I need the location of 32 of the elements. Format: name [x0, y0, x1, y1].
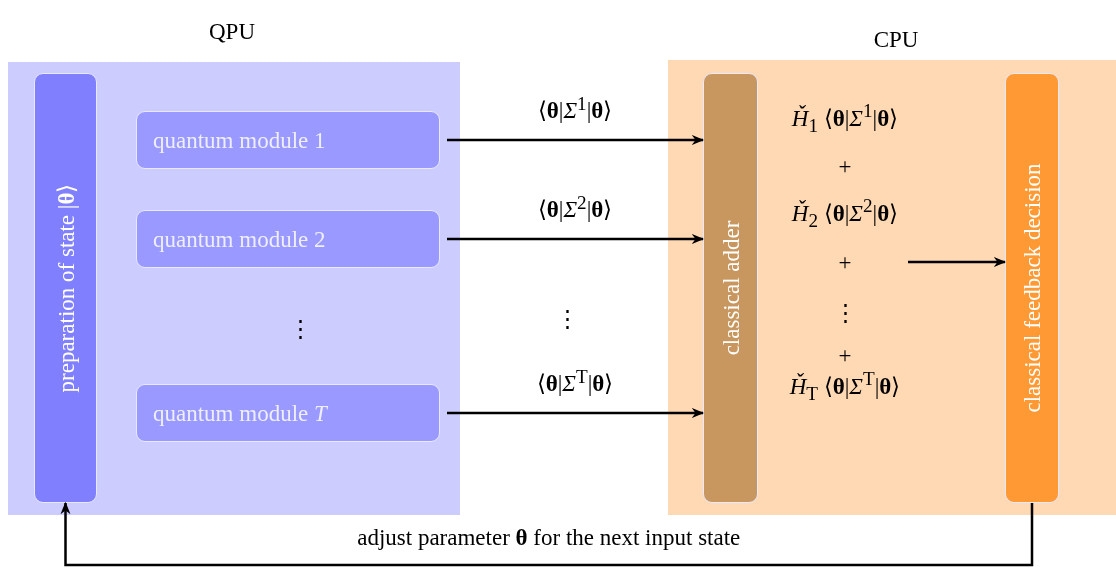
node-label: quantum module T — [153, 401, 327, 425]
sum-term: Ȟ$_{T}$ ⟨θ|Σ$^{T}$|θ⟩ — [789, 369, 901, 403]
edge-label: adjust parameter θ for the next input state — [357, 525, 741, 549]
node-label: preparation of state |θ⟩ — [54, 183, 77, 393]
plus-sign: + — [838, 154, 852, 178]
vertical-ellipsis: ⋮ — [555, 306, 579, 330]
module-box — [136, 111, 440, 169]
vertical-ellipsis: ⋮ — [288, 316, 312, 340]
vertical-ellipsis: ⋮ — [833, 300, 857, 324]
process-bar — [34, 73, 97, 503]
arrow — [908, 257, 1007, 267]
module-box — [136, 384, 440, 442]
edge-label: ⟨θ|Σ$^{T}$|θ⟩ — [536, 366, 614, 396]
process-bar — [703, 73, 758, 503]
plus-sign: + — [838, 250, 852, 274]
node-label: classical feedback decision — [1020, 163, 1044, 413]
sum-term: Ȟ$_{1}$ ⟨θ|Σ$^{1}$|θ⟩ — [791, 101, 899, 135]
arrow — [447, 234, 705, 244]
panel-title: CPU — [873, 28, 919, 51]
edge-label: ⟨θ|Σ$^{2}$|θ⟩ — [537, 192, 613, 222]
node-label: quantum module 2 — [153, 227, 326, 251]
panel-title: QPU — [209, 20, 255, 43]
arrow — [447, 408, 705, 418]
arrow — [447, 135, 705, 145]
process-bar — [1005, 73, 1059, 503]
sum-term: Ȟ$_{2}$ ⟨θ|Σ$^{2}$|θ⟩ — [791, 196, 899, 230]
module-box — [136, 210, 440, 268]
node-label: quantum module 1 — [153, 128, 326, 152]
edge-label: ⟨θ|Σ$^{1}$|θ⟩ — [537, 93, 613, 123]
plus-sign: + — [838, 343, 852, 367]
node-label: classical adder — [719, 220, 742, 356]
arrow — [60, 501, 1034, 567]
